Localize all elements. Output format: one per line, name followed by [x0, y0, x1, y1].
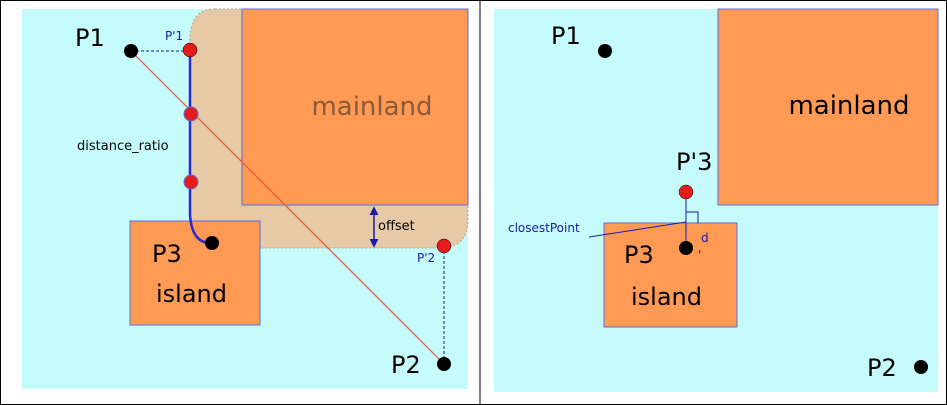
p2-point — [437, 357, 451, 371]
p3-point — [205, 236, 219, 250]
distance-ratio-label: distance_ratio — [77, 139, 169, 154]
right-p1-point — [598, 44, 612, 58]
mainland-shape — [241, 8, 469, 206]
closest-point-label: closestPoint — [508, 221, 580, 235]
offset-label: offset — [378, 219, 415, 234]
right-p3-point — [679, 241, 693, 255]
right-mainland-shape — [717, 8, 939, 206]
p1-prime-label: P'1 — [165, 29, 183, 43]
right-p2-label: P2 — [867, 354, 897, 382]
right-p1-label: P1 — [551, 22, 581, 50]
tick-label: ' — [698, 248, 701, 262]
p3-prime-label: P'3 — [676, 148, 712, 176]
right-island-shape — [603, 222, 738, 328]
p2-prime-label: P'2 — [417, 251, 435, 265]
mainland-label: mainland — [311, 92, 432, 122]
p1-prime-point — [182, 42, 198, 58]
p3-label: P3 — [152, 240, 182, 268]
p2-prime-point — [436, 238, 452, 254]
right-p3-label: P3 — [624, 241, 654, 269]
p1-point — [124, 44, 138, 58]
right-angle-marker — [686, 211, 699, 223]
p1-label: P1 — [75, 24, 105, 52]
right-mainland-label: mainland — [788, 91, 909, 121]
closest-point-leader-line — [588, 221, 687, 238]
left-panel: mainland P3 island offset P1 P'1 distanc… — [22, 8, 469, 389]
direct-route-line — [130, 50, 445, 365]
p2-label: P2 — [391, 351, 421, 379]
right-panel: mainland P3 island closestPoint d ' P1 P… — [494, 8, 939, 392]
right-p2-point — [914, 360, 928, 374]
p3-prime-point — [678, 184, 694, 200]
right-island-label: island — [631, 283, 702, 311]
island-label: island — [156, 280, 227, 308]
ratio-point-1 — [183, 106, 199, 122]
island-shape — [129, 220, 261, 326]
ratio-point-2 — [183, 174, 199, 190]
d-label: d — [701, 231, 709, 245]
